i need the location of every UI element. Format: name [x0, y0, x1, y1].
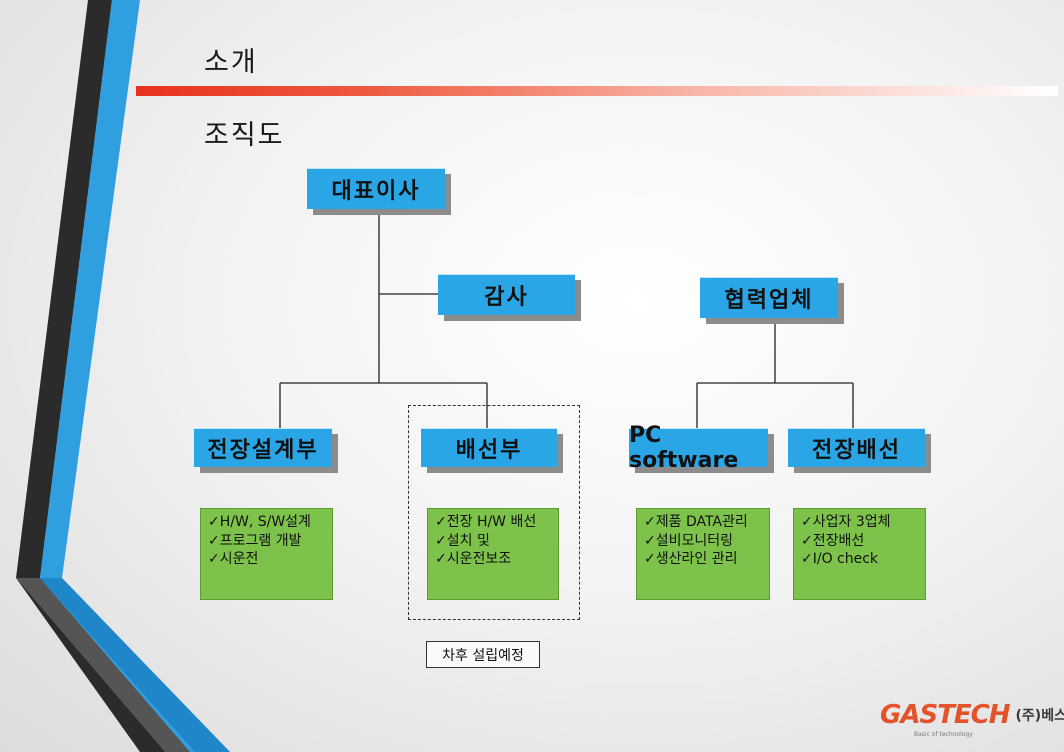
wiring-duties: ✓전장 H/W 배선 ✓설치 및 ✓시운전보조 — [427, 508, 559, 600]
duty-item: ✓설치 및 — [435, 532, 490, 549]
title-divider — [136, 86, 1058, 96]
duty-item: ✓시운전 — [208, 551, 259, 567]
duty-item: ✓생산라인 관리 — [644, 551, 738, 567]
duty-item: ✓시운전보조 — [435, 551, 512, 567]
partner-box: 협력업체 — [700, 277, 838, 318]
design-duties: ✓H/W, S/W설계 ✓프로그램 개발 ✓시운전 — [200, 508, 333, 600]
company-logo: GASTECH Basic of technology (주)베스텍 — [880, 700, 1064, 738]
dept-design-box: 전장설계부 — [194, 428, 332, 467]
page-title: 소개 — [204, 47, 258, 78]
duty-item: ✓프로그램 개발 — [208, 532, 302, 549]
dept-pc-software-box: PC software — [629, 423, 768, 473]
duty-item: ✓사업자 3업체 — [801, 514, 891, 530]
duty-item: ✓H/W, S/W설계 — [208, 514, 311, 530]
planned-label: 차후 설립예정 — [426, 641, 540, 668]
wiring-partner-duties: ✓사업자 3업체 ✓전장배선 ✓I/O check — [793, 508, 926, 600]
duty-item: ✓전장배선 — [801, 532, 865, 549]
planned-dept-outline — [408, 405, 580, 620]
page-subtitle: 조직도 — [204, 120, 285, 151]
dept-wiring-box: 배선부 — [421, 428, 557, 467]
ceo-box: 대표이사 — [307, 168, 445, 209]
duty-item: ✓설비모니터링 — [644, 532, 734, 549]
logo-mark: GASTECH — [880, 700, 1011, 730]
dept-wiring-partner-box: 전장배선 — [788, 428, 925, 467]
logo-korean-name: (주)베스텍 — [1015, 708, 1064, 724]
logo-tagline: Basic of technology — [914, 731, 973, 738]
audit-box: 감사 — [438, 274, 575, 315]
duty-item: ✓I/O check — [801, 551, 879, 567]
pc-software-duties: ✓제품 DATA관리 ✓설비모니터링 ✓생산라인 관리 — [636, 508, 770, 600]
duty-item: ✓제품 DATA관리 — [644, 514, 748, 530]
duty-item: ✓전장 H/W 배선 — [435, 514, 537, 530]
